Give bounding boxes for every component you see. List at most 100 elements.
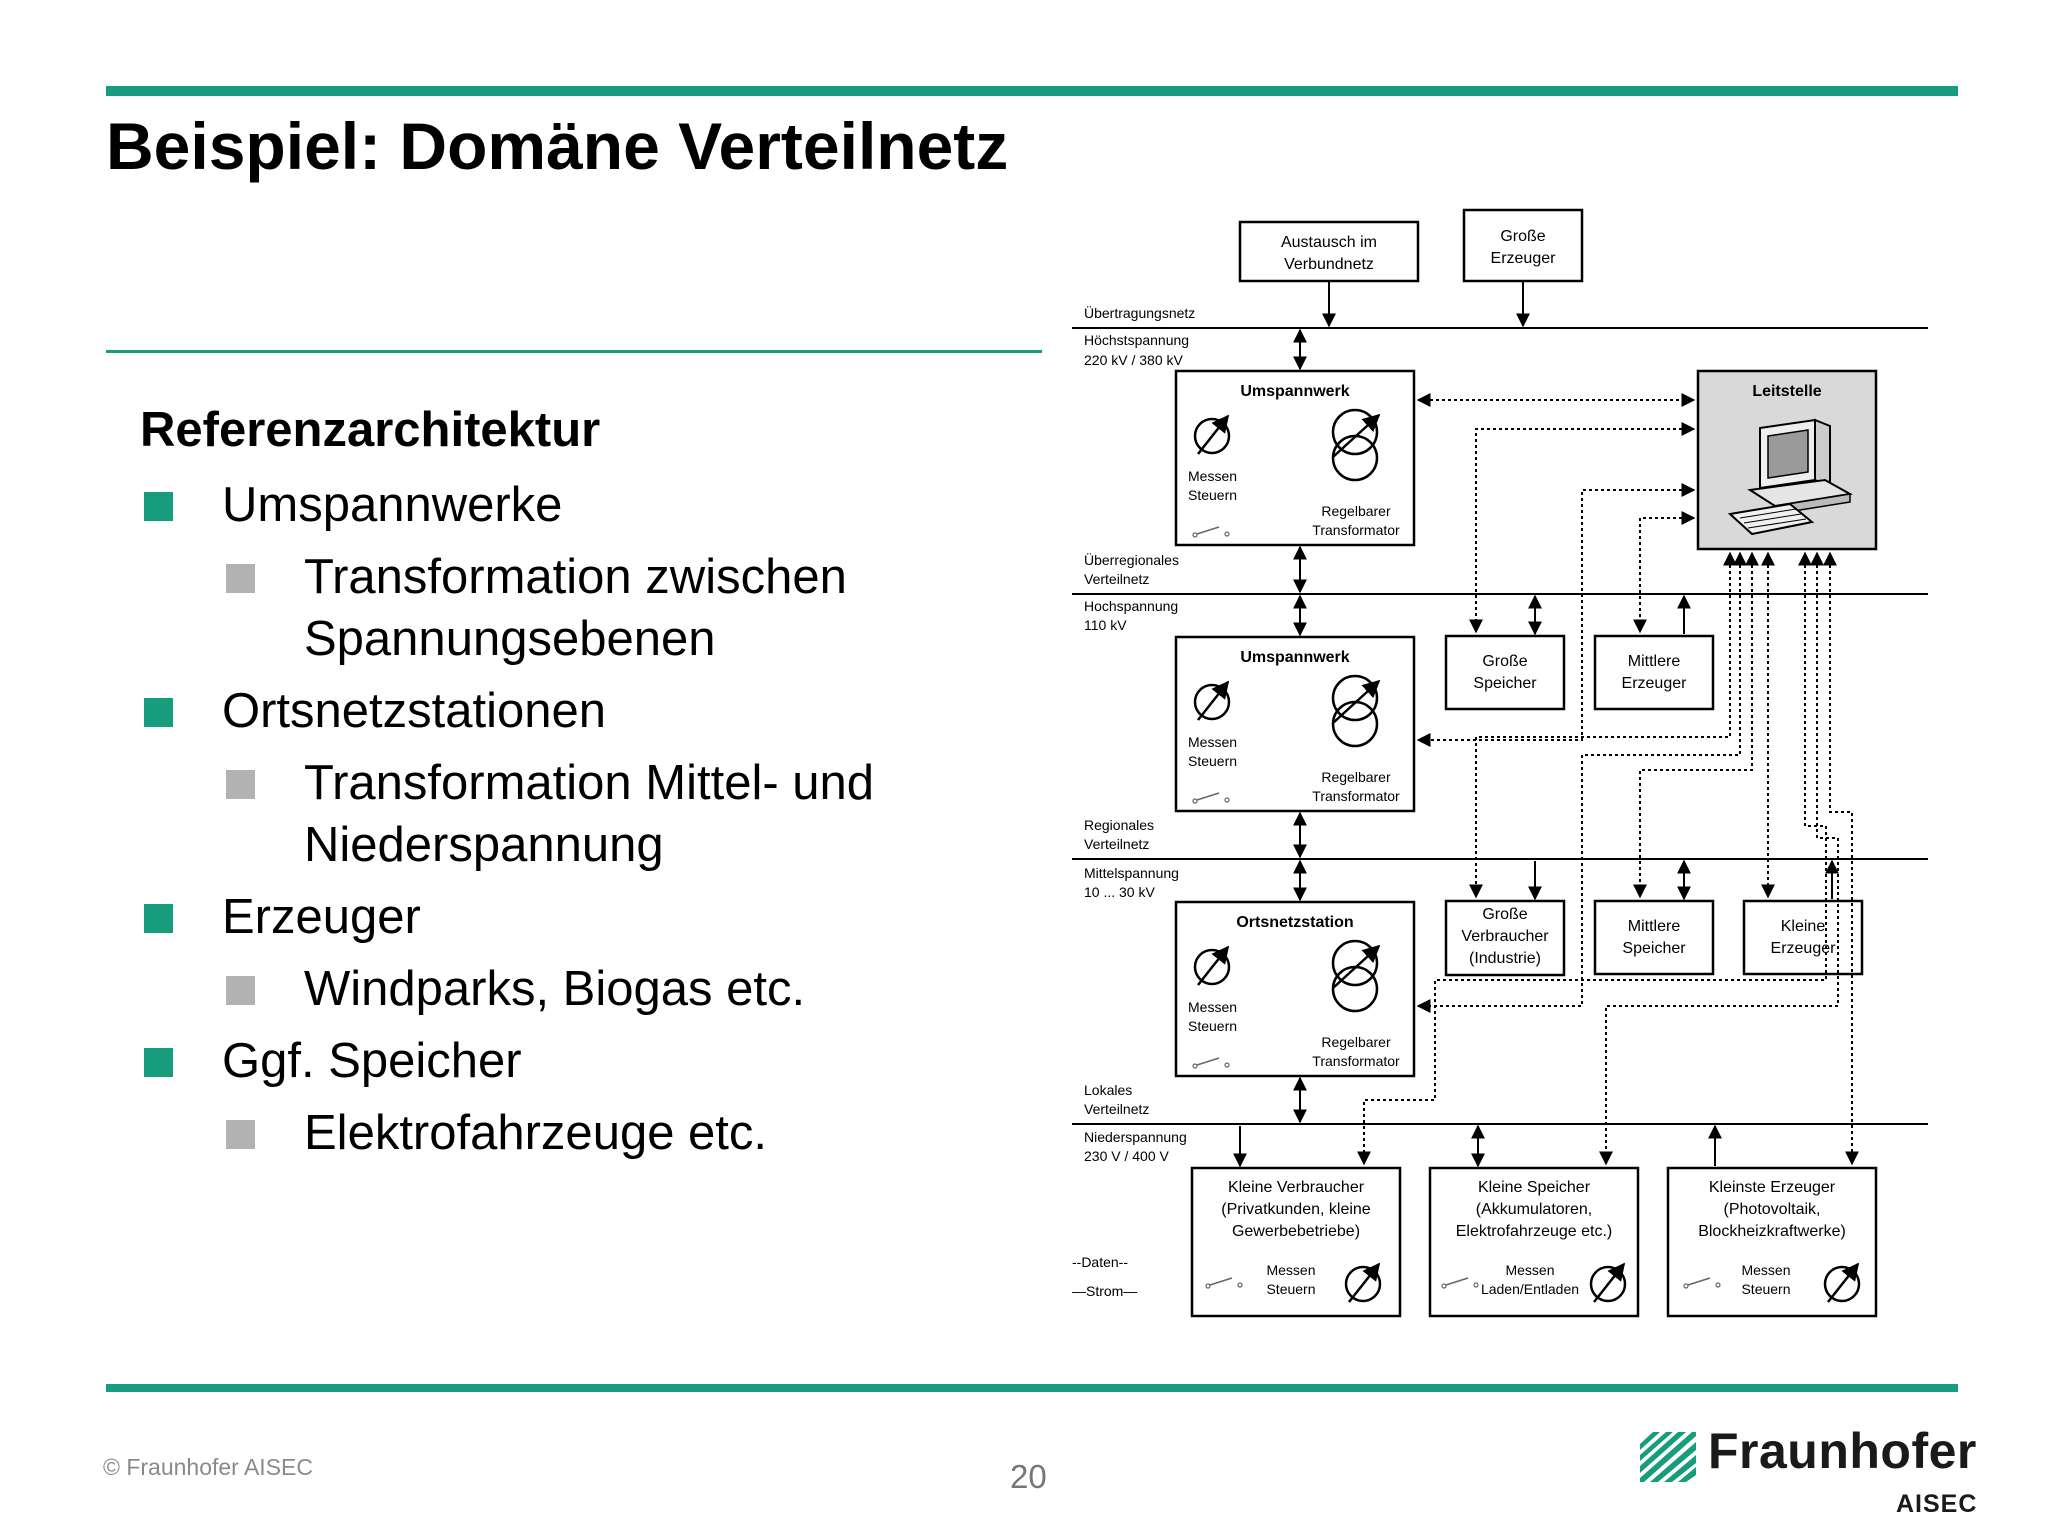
logo-subtitle: AISEC <box>1896 1490 1978 1518</box>
svg-text:Mittlere: Mittlere <box>1628 653 1681 670</box>
page-number: 20 <box>1010 1458 1047 1495</box>
bottom-accent-rule <box>106 1384 1958 1392</box>
sub-bullet-item: Transformation zwischen Spannungsebenen <box>222 546 1020 670</box>
box-mittlere-erzeuger: Mittlere Erzeuger <box>1593 634 1715 711</box>
svg-text:--Daten--: --Daten-- <box>1072 1254 1128 1270</box>
svg-text:Kleinste Erzeuger: Kleinste Erzeuger <box>1709 1179 1836 1196</box>
svg-text:Transformator: Transformator <box>1312 788 1400 804</box>
svg-text:10 ... 30 kV: 10 ... 30 kV <box>1084 884 1155 900</box>
box-kleine-erzeuger: Kleine Erzeuger <box>1742 899 1864 976</box>
svg-text:Erzeuger: Erzeuger <box>1491 250 1557 267</box>
footer-copyright: © Fraunhofer AISEC <box>103 1454 313 1480</box>
svg-text:Transformator: Transformator <box>1312 522 1400 538</box>
svg-text:Blockheizkraftwerke): Blockheizkraftwerke) <box>1698 1223 1846 1240</box>
svg-text:220 kV / 380 kV: 220 kV / 380 kV <box>1084 352 1184 368</box>
svg-text:Höchstspannung: Höchstspannung <box>1084 332 1189 348</box>
bullet-item: Ortsnetzstationen <box>140 680 1020 742</box>
svg-text:(Akkumulatoren,: (Akkumulatoren, <box>1476 1201 1593 1218</box>
computer-icon <box>1727 418 1853 536</box>
svg-text:Mittelspannung: Mittelspannung <box>1084 865 1179 881</box>
svg-text:Verbraucher: Verbraucher <box>1461 928 1549 945</box>
svg-text:110 kV: 110 kV <box>1084 617 1127 633</box>
svg-text:Regelbarer: Regelbarer <box>1321 1034 1391 1050</box>
svg-text:Transformator: Transformator <box>1312 1053 1400 1069</box>
grid-architecture-diagram: Austausch im Verbundnetz Große Erzeuger … <box>1072 208 1928 1318</box>
box-grosse-verbraucher: Große Verbraucher (Industrie) <box>1444 899 1566 977</box>
svg-text:Speicher: Speicher <box>1473 675 1537 692</box>
section-heading: Referenzarchitektur <box>140 403 601 457</box>
svg-text:Leitstelle: Leitstelle <box>1752 383 1821 400</box>
svg-text:Verteilnetz: Verteilnetz <box>1084 1101 1149 1117</box>
svg-text:—Strom—: —Strom— <box>1072 1283 1137 1299</box>
box-grosse-speicher: Große Speicher <box>1444 634 1566 711</box>
svg-text:Verteilnetz: Verteilnetz <box>1084 836 1149 852</box>
svg-text:Messen: Messen <box>1188 468 1237 484</box>
station-umspannwerk-1: Umspannwerk Messen Steuern Regelbarer Tr… <box>1174 369 1416 547</box>
svg-text:Regelbarer: Regelbarer <box>1321 769 1391 785</box>
fraunhofer-logo-icon <box>1640 1432 1696 1482</box>
leitstelle-control-center: Leitstelle <box>1696 369 1878 551</box>
svg-text:Laden/Entladen: Laden/Entladen <box>1481 1281 1579 1297</box>
slide-title: Beispiel: Domäne Verteilnetz <box>106 109 1009 183</box>
svg-text:Messen: Messen <box>1188 734 1237 750</box>
bullet-item: Ggf. Speicher <box>140 1030 1020 1092</box>
svg-text:Steuern: Steuern <box>1741 1281 1790 1297</box>
svg-text:Überregionales: Überregionales <box>1084 551 1179 568</box>
svg-text:Verbundnetz: Verbundnetz <box>1284 256 1374 273</box>
bullet-list: Umspannwerke Transformation zwischen Spa… <box>140 474 1020 1174</box>
box-mittlere-speicher: Mittlere Speicher <box>1593 899 1715 976</box>
svg-text:Verteilnetz: Verteilnetz <box>1084 571 1149 587</box>
svg-text:Austausch im: Austausch im <box>1281 234 1377 251</box>
box-kleine-verbraucher: Kleine Verbraucher (Privatkunden, kleine… <box>1190 1166 1402 1318</box>
svg-text:Kleine Speicher: Kleine Speicher <box>1478 1179 1591 1196</box>
logo-wordmark: Fraunhofer <box>1708 1423 1977 1479</box>
svg-text:Große: Große <box>1500 228 1545 245</box>
sub-bullet-item: Transformation Mittel- und Niederspannun… <box>222 752 1020 876</box>
svg-text:Gewerbebetriebe): Gewerbebetriebe) <box>1232 1223 1360 1240</box>
title-divider <box>106 350 1042 353</box>
svg-text:Übertragungsnetz: Übertragungsnetz <box>1084 304 1195 321</box>
data-connections <box>1357 393 1859 1166</box>
svg-text:(Privatkunden, kleine: (Privatkunden, kleine <box>1221 1201 1371 1218</box>
svg-text:(Photovoltaik,: (Photovoltaik, <box>1724 1201 1821 1218</box>
svg-text:Große: Große <box>1482 906 1527 923</box>
sub-bullet-item: Windparks, Biogas etc. <box>222 958 1020 1020</box>
svg-text:Lokales: Lokales <box>1084 1082 1132 1098</box>
box-austausch-verbundnetz: Austausch im Verbundnetz <box>1238 220 1420 283</box>
svg-text:(Industrie): (Industrie) <box>1469 950 1541 967</box>
svg-text:Ortsnetzstation: Ortsnetzstation <box>1236 914 1353 931</box>
svg-text:Steuern: Steuern <box>1266 1281 1315 1297</box>
svg-text:Umspannwerk: Umspannwerk <box>1240 383 1349 400</box>
svg-text:Umspannwerk: Umspannwerk <box>1240 649 1349 666</box>
sub-bullet-item: Elektrofahrzeuge etc. <box>222 1102 1020 1164</box>
bullet-item: Umspannwerke <box>140 474 1020 536</box>
svg-text:Regionales: Regionales <box>1084 817 1154 833</box>
svg-text:230 V / 400 V: 230 V / 400 V <box>1084 1148 1170 1164</box>
station-ortsnetzstation: Ortsnetzstation Messen Steuern Regelbare… <box>1174 900 1416 1078</box>
svg-text:Mittlere: Mittlere <box>1628 918 1681 935</box>
svg-text:Messen: Messen <box>1188 999 1237 1015</box>
svg-text:Messen: Messen <box>1266 1262 1315 1278</box>
svg-text:Speicher: Speicher <box>1622 940 1686 957</box>
svg-text:Große: Große <box>1482 653 1527 670</box>
svg-text:Messen: Messen <box>1505 1262 1554 1278</box>
svg-text:Kleine Verbraucher: Kleine Verbraucher <box>1228 1179 1365 1196</box>
svg-text:Elektrofahrzeuge etc.): Elektrofahrzeuge etc.) <box>1456 1223 1613 1240</box>
svg-text:Kleine: Kleine <box>1781 918 1826 935</box>
svg-text:Regelbarer: Regelbarer <box>1321 503 1391 519</box>
top-accent-rule <box>106 86 1958 96</box>
station-umspannwerk-2: Umspannwerk Messen Steuern Regelbarer Tr… <box>1174 635 1416 813</box>
svg-text:Steuern: Steuern <box>1188 487 1237 503</box>
svg-text:Erzeuger: Erzeuger <box>1622 675 1688 692</box>
bullet-item: Erzeuger <box>140 886 1020 948</box>
svg-text:Messen: Messen <box>1741 1262 1790 1278</box>
diagram-legend: --Daten-- —Strom— <box>1072 1254 1137 1299</box>
svg-text:Niederspannung: Niederspannung <box>1084 1129 1187 1145</box>
svg-text:Hochspannung: Hochspannung <box>1084 598 1178 614</box>
box-grosse-erzeuger: Große Erzeuger <box>1462 208 1584 283</box>
box-kleine-speicher: Kleine Speicher (Akkumulatoren, Elektrof… <box>1428 1166 1640 1318</box>
svg-text:Steuern: Steuern <box>1188 753 1237 769</box>
level-labels: Übertragungsnetz Höchstspannung 220 kV /… <box>1084 304 1195 1164</box>
svg-text:Steuern: Steuern <box>1188 1018 1237 1034</box>
box-kleinste-erzeuger: Kleinste Erzeuger (Photovoltaik, Blockhe… <box>1666 1166 1878 1318</box>
